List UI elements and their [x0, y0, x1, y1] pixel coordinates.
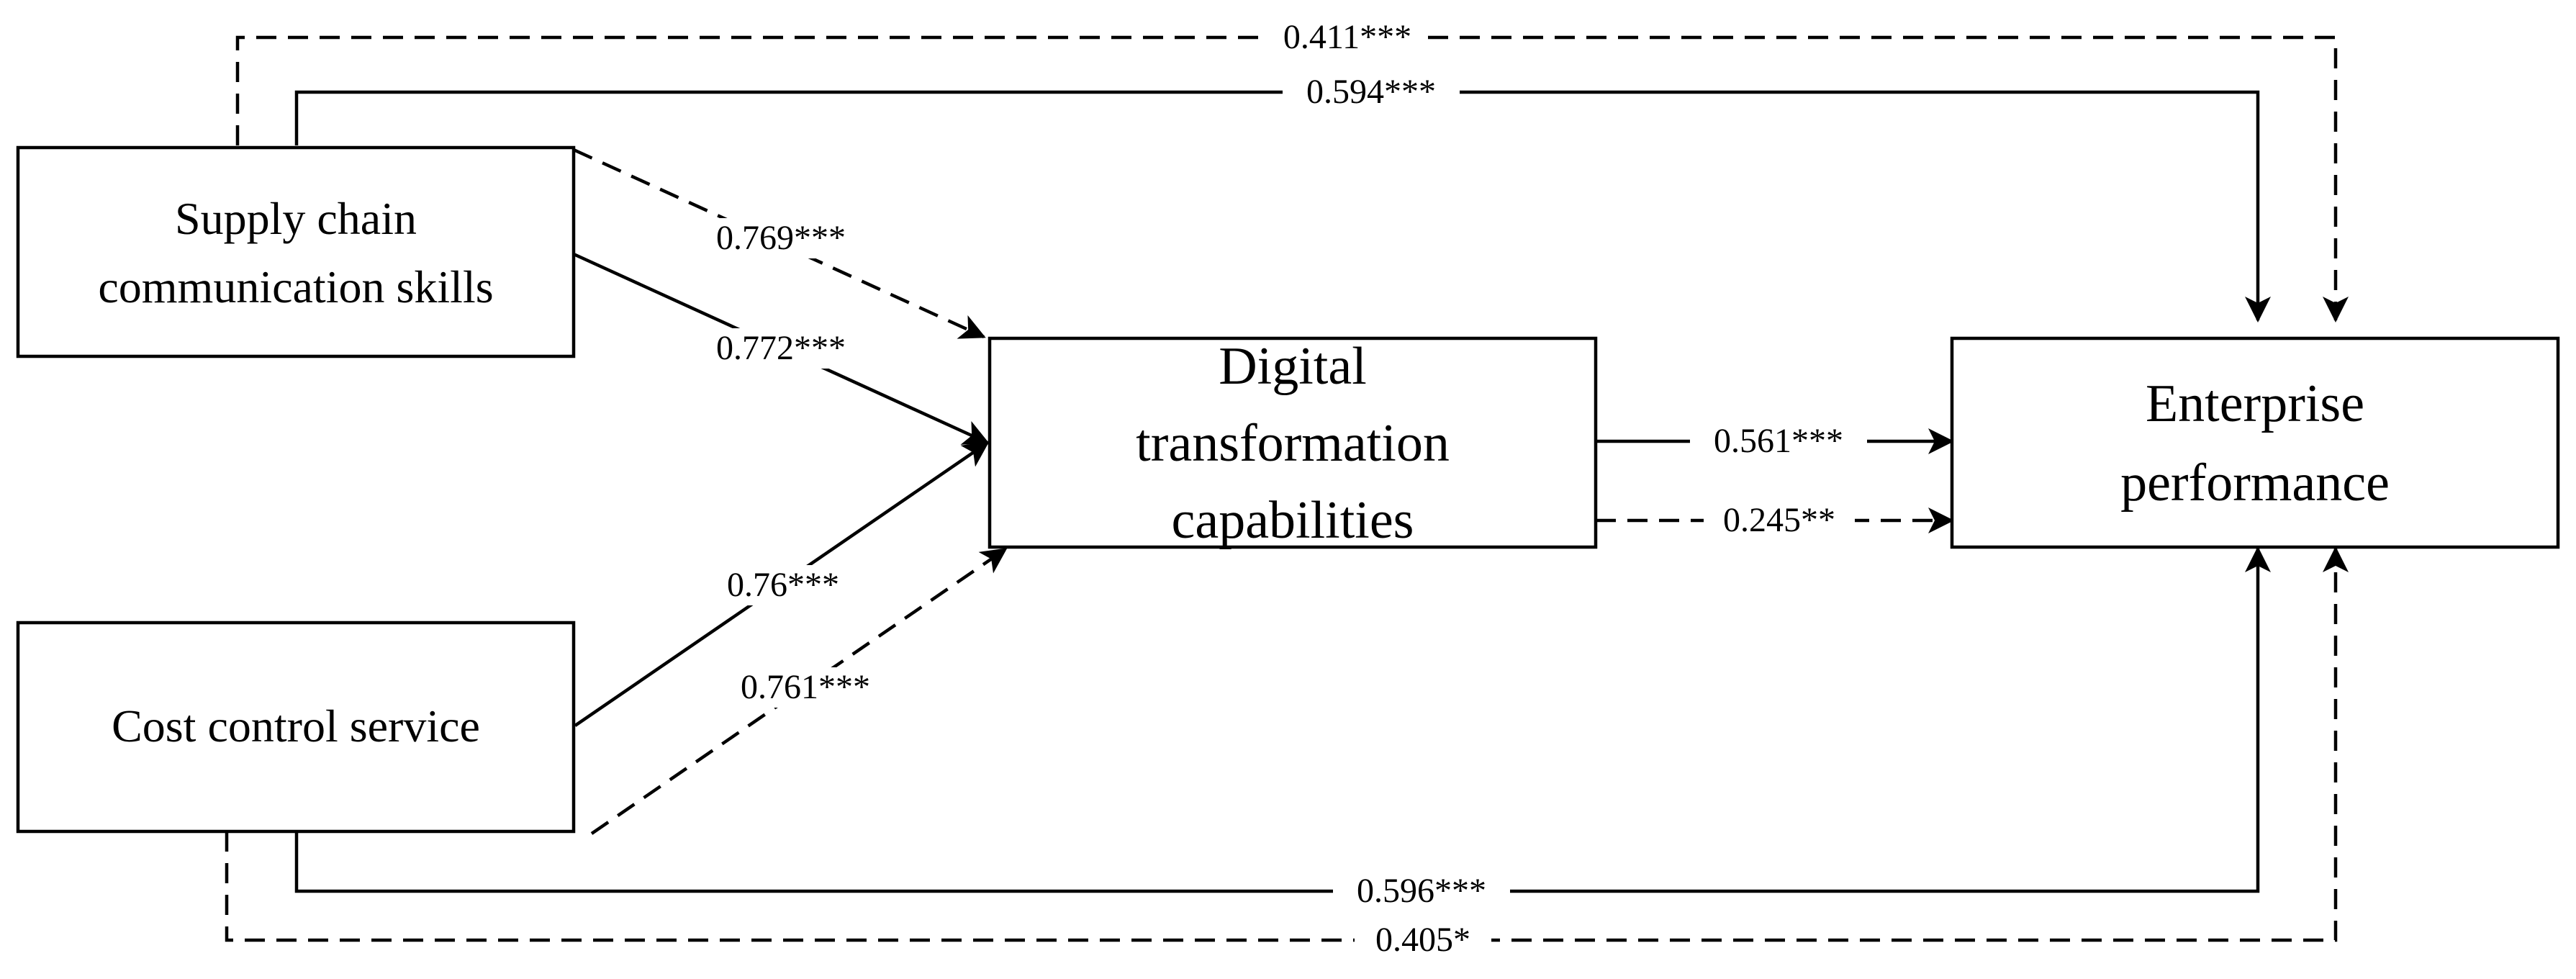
coef-dt-ep-solid: 0.561***: [1690, 421, 1867, 461]
coef-label: 0.596***: [1357, 872, 1486, 910]
path-line-cc-ep-dashed: [225, 546, 2349, 942]
coef-cc-dt-solid: 0.76***: [704, 565, 862, 605]
coef-label: 0.245**: [1723, 501, 1835, 539]
coef-label: 0.761***: [741, 668, 870, 706]
coef-label: 0.769***: [716, 219, 846, 257]
coef-sc-ep-dashed: 0.411***: [1268, 17, 1427, 58]
path-line-cc-dt-dashed: [590, 548, 1008, 835]
node-digital-transformation-capabilities: Digital transformation capabilities: [988, 336, 1598, 550]
coef-label: 0.411***: [1283, 18, 1411, 56]
node-enterprise-performance: Enterprise performance: [1950, 336, 2560, 549]
coef-dt-ep-dashed: 0.245**: [1704, 500, 1855, 541]
node-label-line: transformation: [1136, 414, 1450, 473]
coef-label: 0.594***: [1306, 73, 1436, 111]
node-label-line: Digital: [1219, 337, 1367, 396]
coefficient-labels: 0.411*** 0.594*** 0.769*** 0.772*** 0.76…: [692, 17, 1867, 960]
node-label-line: Supply chain: [175, 193, 417, 244]
path-line-sc-ep-solid: [294, 90, 2271, 322]
node-supply-chain-communication-skills: Supply chain communication skills: [16, 145, 576, 358]
node-label-line: capabilities: [1172, 491, 1414, 550]
coef-sc-dt-dashed: 0.769***: [692, 218, 869, 258]
coef-label: 0.405*: [1375, 921, 1470, 959]
node-label-line: performance: [2120, 454, 2390, 513]
coef-sc-ep-solid: 0.594***: [1283, 72, 1460, 112]
coef-label: 0.561***: [1714, 422, 1843, 460]
node-label-line: Enterprise: [2146, 374, 2364, 433]
node-label-line: Cost control service: [112, 700, 480, 752]
path-line-cc-ep-solid: [294, 546, 2271, 893]
node-label-line: communication skills: [98, 261, 493, 312]
coef-label: 0.76***: [727, 566, 839, 604]
coef-label: 0.772***: [716, 329, 846, 367]
coef-cc-dt-dashed: 0.761***: [717, 667, 894, 708]
coef-cc-ep-dashed: 0.405*: [1355, 920, 1491, 960]
coef-cc-ep-solid: 0.596***: [1333, 871, 1510, 911]
coef-sc-dt-solid: 0.772***: [692, 328, 869, 369]
node-cost-control-service: Cost control service: [16, 621, 576, 834]
